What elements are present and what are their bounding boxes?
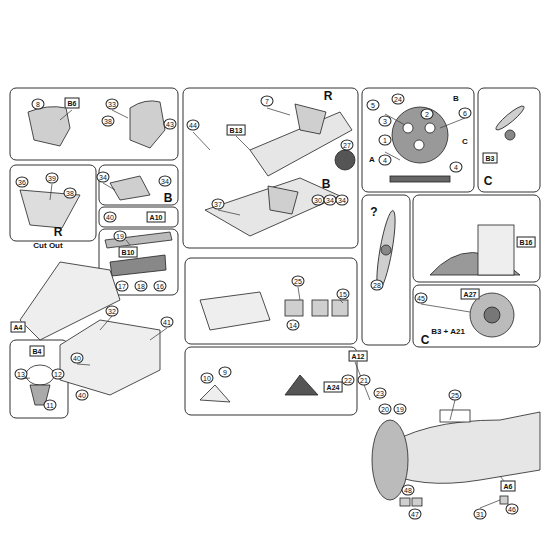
callout-number: 39 (46, 173, 59, 184)
callout-number: 43 (164, 119, 177, 130)
callout-number: 19 (394, 404, 407, 415)
part-code: A27 (461, 289, 480, 300)
callout-number: 27 (341, 140, 354, 151)
callout-number: 5 (367, 100, 380, 111)
step-letter: R (54, 226, 63, 238)
callout-number: 28 (371, 280, 384, 291)
callout-number: 9 (219, 367, 232, 378)
part-code: B10 (119, 247, 138, 258)
step-letter: C (462, 138, 468, 146)
step-letter: B (453, 95, 459, 103)
callout-number: 17 (116, 281, 129, 292)
callout-number: 33 (106, 99, 119, 110)
part-code: B6 (65, 98, 80, 109)
callout-number: 40 (104, 212, 117, 223)
callout-number: 7 (261, 96, 274, 107)
part-code: A12 (349, 351, 368, 362)
callout-number: 47 (409, 509, 422, 520)
callout-number: 14 (287, 320, 300, 331)
callout-number: 15 (337, 289, 350, 300)
callout-number: 4 (450, 162, 463, 173)
callout-number: 48 (402, 485, 415, 496)
callout-number: 34 (97, 172, 110, 183)
callout-number: 21 (358, 375, 371, 386)
callout-number: 25 (449, 390, 462, 401)
part-code: A24 (324, 382, 343, 393)
callout-number: 13 (15, 369, 28, 380)
callout-number: 22 (342, 375, 355, 386)
callout-number: 31 (474, 509, 487, 520)
step-letter: R (324, 90, 333, 102)
part-code: A6 (501, 481, 516, 492)
step-letter: ? (370, 206, 377, 218)
callout-number: 45 (415, 293, 428, 304)
part-code: A10 (147, 212, 166, 223)
callout-number: 20 (379, 404, 392, 415)
part-code: B16 (517, 237, 536, 248)
step-letter: C (421, 334, 430, 346)
note-text: Cut Out (33, 242, 62, 250)
callout-number: 3 (379, 116, 392, 127)
callout-number: 32 (106, 306, 119, 317)
callout-number: 40 (76, 390, 89, 401)
callout-number: 18 (135, 281, 148, 292)
callout-number: 8 (32, 99, 45, 110)
callout-number: 16 (154, 281, 167, 292)
callout-number: 12 (52, 369, 65, 380)
part-code: A4 (11, 322, 26, 333)
callout-number: 36 (16, 177, 29, 188)
callout-number: 2 (421, 109, 434, 120)
callout-number: 11 (44, 400, 57, 411)
callout-number: 23 (374, 388, 387, 399)
callout-number: 37 (212, 199, 225, 210)
step-letter: B (164, 192, 173, 204)
callout-number: 34 (336, 195, 349, 206)
step-letter: B (322, 178, 331, 190)
callout-number: 10 (201, 373, 214, 384)
callout-number: 4 (379, 155, 392, 166)
callout-number: 1 (379, 135, 392, 146)
step-letter: C (484, 175, 493, 187)
step-letter: A (369, 156, 375, 164)
callout-number: 46 (506, 504, 519, 515)
callout-number: 44 (187, 120, 200, 131)
callout-number: 19 (114, 231, 127, 242)
callout-number: 40 (71, 353, 84, 364)
step-letter: B3 + A21 (431, 328, 465, 336)
part-code: B13 (227, 125, 246, 136)
callout-number: 41 (161, 317, 174, 328)
callout-number: 25 (292, 276, 305, 287)
callout-number: 24 (392, 94, 405, 105)
part-code: B4 (30, 346, 45, 357)
part-code: B3 (483, 153, 498, 164)
callout-number: 34 (159, 176, 172, 187)
callout-number: 6 (459, 108, 472, 119)
callout-number: 38 (64, 188, 77, 199)
callout-number: 38 (102, 116, 115, 127)
